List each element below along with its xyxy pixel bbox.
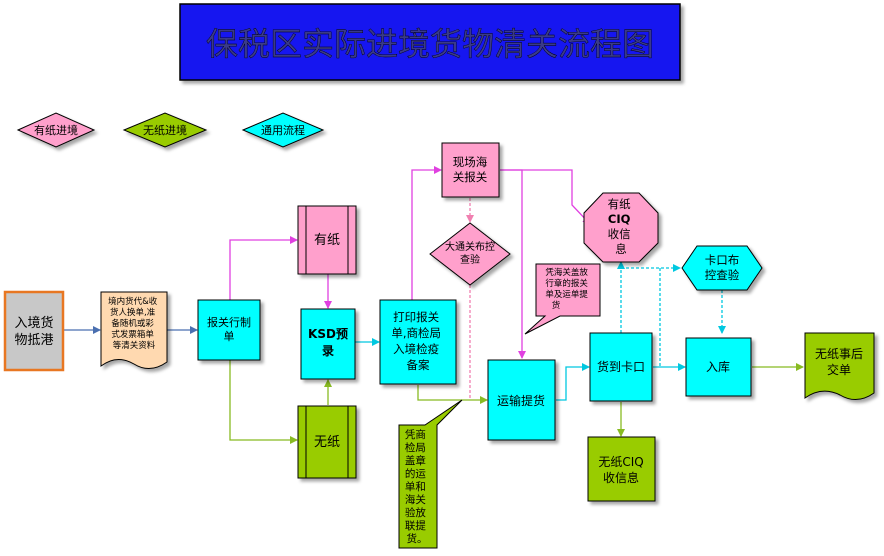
connectors (64, 166, 804, 444)
svg-text:有纸 CIQ 收信 息: 有纸 CIQ 收信 息 (608, 197, 635, 256)
svg-text:报关行制单: 报关行制单 (207, 315, 251, 343)
svg-text:有纸: 有纸 (314, 233, 340, 248)
node-inspect-big: 大通关布控查验 (429, 222, 511, 286)
svg-text:货到卡口: 货到卡口 (597, 359, 645, 374)
svg-text:凭商 检局 盖章 的运: 凭商 检局 盖章 的运 单和 海关 验放 联提 货。 (405, 428, 429, 545)
node-final: 无纸事后交单 (804, 332, 875, 400)
node-transport: 运输提货 (487, 359, 556, 441)
svg-text:大通关布控查验: 大通关布控查验 (445, 240, 495, 266)
node-arrival: 入境货物抵港 (3, 290, 65, 372)
node-declare: 报关行制单 (197, 299, 261, 361)
svg-text:现场海关报关: 现场海关报关 (453, 155, 488, 184)
svg-text:境内货代&收 货人换单,准 备随机或: 境内货代&收 货人换单,准 备随机或彩 式发票箱单 等清关资料 (108, 296, 160, 351)
legend-paper: 有纸进境 (34, 123, 78, 137)
node-paper: 有纸 (297, 205, 357, 275)
node-docs: 境内货代&收 货人换单,准 备随机或彩 式发票箱单 等清关资料 (100, 291, 168, 369)
note-bureau: 凭商 检局 盖章 的运 单和 海关 验放 联提 货。 (398, 399, 463, 549)
svg-text:入库: 入库 (706, 359, 730, 374)
svg-text:凭海关盖放 行章的报关 单及运单提: 凭海关盖放 行章的报关 单及运单提 货 (545, 267, 590, 311)
legend-paperless: 无纸进境 (143, 123, 187, 137)
node-warehouse: 入库 (685, 337, 752, 397)
node-checkpoint: 货到卡口 (589, 332, 653, 402)
svg-text:入境货物抵港: 入境货物抵港 (14, 315, 53, 348)
node-ksd: KSD预录 (300, 308, 356, 380)
svg-text:运输提货: 运输提货 (497, 393, 545, 408)
node-print: 打印报关 单,商检局 入境检疫 备案 (379, 299, 457, 385)
node-checkpoint-inspect: 卡口布控查验 (681, 245, 763, 291)
legend: 有纸进境 无纸进境 通用流程 (16, 112, 325, 148)
node-onsite: 现场海关报关 (441, 142, 500, 198)
page-title: 保税区实际进境货物清关流程图 (206, 25, 654, 63)
svg-text:KSD预录: KSD预录 (308, 327, 348, 358)
node-ciq-paper: 有纸 CIQ 收信 息 (583, 192, 659, 263)
svg-text:卡口布控查验: 卡口布控查验 (705, 253, 740, 282)
svg-text:无纸事后交单: 无纸事后交单 (815, 347, 863, 377)
note-stamp: 凭海关盖放 行章的报关 单及运单提 货 (524, 263, 601, 335)
node-paperless: 无纸 (297, 405, 357, 479)
legend-common: 通用流程 (261, 123, 305, 137)
svg-text:打印报关 单,商检局 入境检疫: 打印报关 单,商检局 入境检疫 备案 (391, 310, 444, 372)
svg-text:无纸: 无纸 (314, 435, 340, 450)
title-banner: 保税区实际进境货物清关流程图 (179, 3, 681, 81)
